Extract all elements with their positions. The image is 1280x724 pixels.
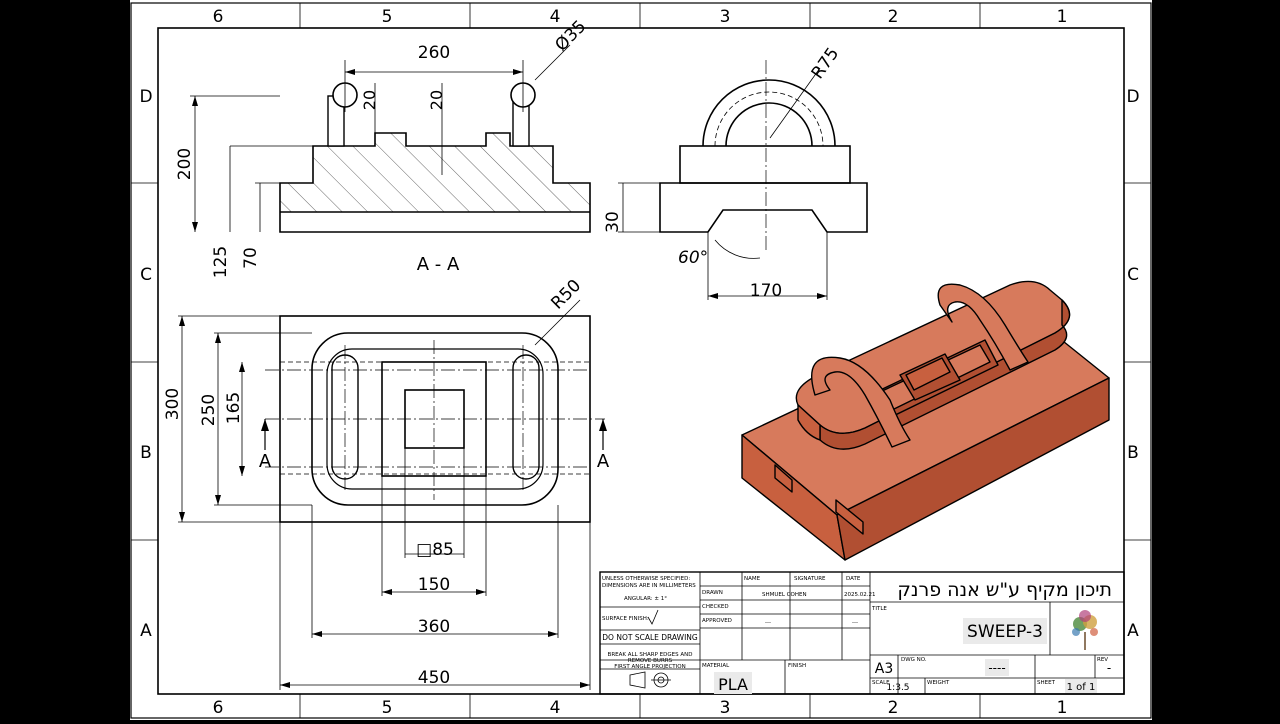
title-block: UNLESS OTHERWISE SPECIFIED: DIMENSIONS A… (599, 571, 1125, 695)
tb-sheet-highlight (1065, 679, 1097, 693)
tb-scale-label: SCALE (872, 680, 890, 686)
zone-row-b-left: B (140, 443, 152, 463)
zone-col-3-top: 3 (720, 7, 731, 27)
tb-row-drawn: DRAWN (702, 590, 723, 596)
tb-col-name: NAME (744, 576, 761, 582)
zone-row-c-left: C (140, 265, 152, 285)
tb-angular: ANGULAR: ± 1° (624, 596, 667, 602)
tb-dwg-highlight (985, 659, 1009, 676)
side-view: R75 30 60° 170 (603, 44, 868, 301)
isometric-view (741, 280, 1110, 561)
tb-break-edges-2: REMOVE BURRS (628, 658, 673, 664)
drawing-canvas: 6 5 4 3 2 1 6 5 4 3 2 1 D C B A D C B A (130, 2, 1152, 719)
zone-row-d-right: D (1126, 87, 1139, 107)
tb-scale: 1:3.5 (886, 683, 909, 693)
zone-col-4-top: 4 (550, 7, 561, 27)
tb-sheet: 1 of 1 (1067, 682, 1096, 693)
zone-col-3-bottom: 3 (720, 698, 731, 718)
tb-size: A3 (875, 661, 893, 677)
tb-title-highlight (963, 618, 1047, 644)
tb-dwg-no: ---- (988, 661, 1005, 675)
dim-250: 250 (199, 394, 219, 426)
section-arrow-left: A (259, 451, 272, 472)
tb-col-signature: SIGNATURE (794, 576, 826, 582)
zone-col-6-top: 6 (213, 7, 224, 27)
first-angle-projection-icon (629, 671, 671, 689)
dim-20-a: 20 (360, 90, 379, 110)
zone-row-a-right: A (1127, 621, 1139, 641)
tb-approved-name: --- (765, 620, 771, 626)
tb-surface-finish: SURFACE FINISH: (602, 616, 649, 622)
zone-col-4-bottom: 4 (550, 698, 561, 718)
tb-weight-label: WEIGHT (927, 680, 950, 686)
zone-row-c-right: C (1127, 265, 1139, 285)
dim-radius-75: R75 (808, 44, 844, 83)
tb-material-highlight (714, 672, 752, 694)
tb-do-not-scale: DO NOT SCALE DRAWING (602, 633, 698, 642)
section-view-a-a: 260 Ø35 20 20 200 125 70 A - A (175, 17, 591, 278)
zone-row-b-right: B (1127, 443, 1139, 463)
tb-projection: FIRST ANGLE PROJECTION (614, 664, 685, 670)
tb-drawn-date: 2025.02.21 (844, 592, 876, 598)
tb-rev-label: REV (1097, 657, 1108, 663)
dim-360: 360 (418, 617, 450, 637)
section-arrow-right: A (597, 451, 610, 472)
dim-300: 300 (163, 388, 183, 420)
zone-col-5-bottom: 5 (382, 698, 393, 718)
tb-col-date: DATE (846, 576, 861, 582)
zone-col-5-top: 5 (382, 7, 393, 27)
dim-square-85: □85 (416, 540, 454, 560)
dim-165: 165 (224, 392, 244, 424)
tb-title: SWEEP-3 (967, 622, 1043, 642)
dim-radius-50: R50 (547, 276, 585, 314)
drawing-sheet: 6 5 4 3 2 1 6 5 4 3 2 1 D C B A D C B A (130, 0, 1152, 720)
dim-125: 125 (211, 246, 231, 278)
dim-angle-60: 60° (678, 248, 708, 268)
zone-row-a-left: A (140, 621, 152, 641)
dim-170: 170 (750, 281, 782, 301)
tb-drawn-name: SHMUEL COHEN (762, 592, 807, 598)
zone-col-1-top: 1 (1057, 7, 1068, 27)
tb-approved-date: --- (852, 620, 858, 626)
school-logo-icon (1072, 610, 1098, 650)
tb-material-label: MATERIAL (702, 663, 730, 669)
tb-material: PLA (718, 675, 748, 694)
tb-finish-label: FINISH (788, 663, 806, 669)
dim-260: 260 (418, 43, 450, 63)
surface-finish-icon (647, 609, 659, 625)
dim-70: 70 (241, 247, 261, 269)
tb-notes-2: DIMENSIONS ARE IN MILLIMETERS (602, 583, 696, 589)
tb-notes-1: UNLESS OTHERWISE SPECIFIED: (602, 576, 690, 582)
zone-col-1-bottom: 1 (1057, 698, 1068, 718)
tb-break-edges-1: BREAK ALL SHARP EDGES AND (608, 652, 693, 658)
section-label: A - A (417, 254, 460, 275)
tb-row-checked: CHECKED (702, 604, 729, 610)
top-view: A A R50 300 250 165 □85 150 360 (163, 276, 610, 690)
dim-20-b: 20 (427, 90, 446, 110)
tb-rev: - (1107, 661, 1111, 675)
zone-col-6-bottom: 6 (213, 698, 224, 718)
dim-450: 450 (418, 668, 450, 688)
tb-title-label: TITLE (871, 606, 887, 612)
tb-dwg-label: DWG NO. (901, 657, 927, 663)
zone-col-2-top: 2 (888, 7, 899, 27)
tb-row-approved: APPROVED (702, 618, 732, 624)
tb-header-text: תיכון מקיף ע"ש אנה פרנק (897, 579, 1112, 601)
dim-200: 200 (175, 148, 195, 180)
dim-30: 30 (603, 211, 623, 233)
zone-col-2-bottom: 2 (888, 698, 899, 718)
zone-row-d-left: D (139, 87, 152, 107)
tb-sheet-label: SHEET (1037, 680, 1056, 686)
dim-150: 150 (418, 575, 450, 595)
